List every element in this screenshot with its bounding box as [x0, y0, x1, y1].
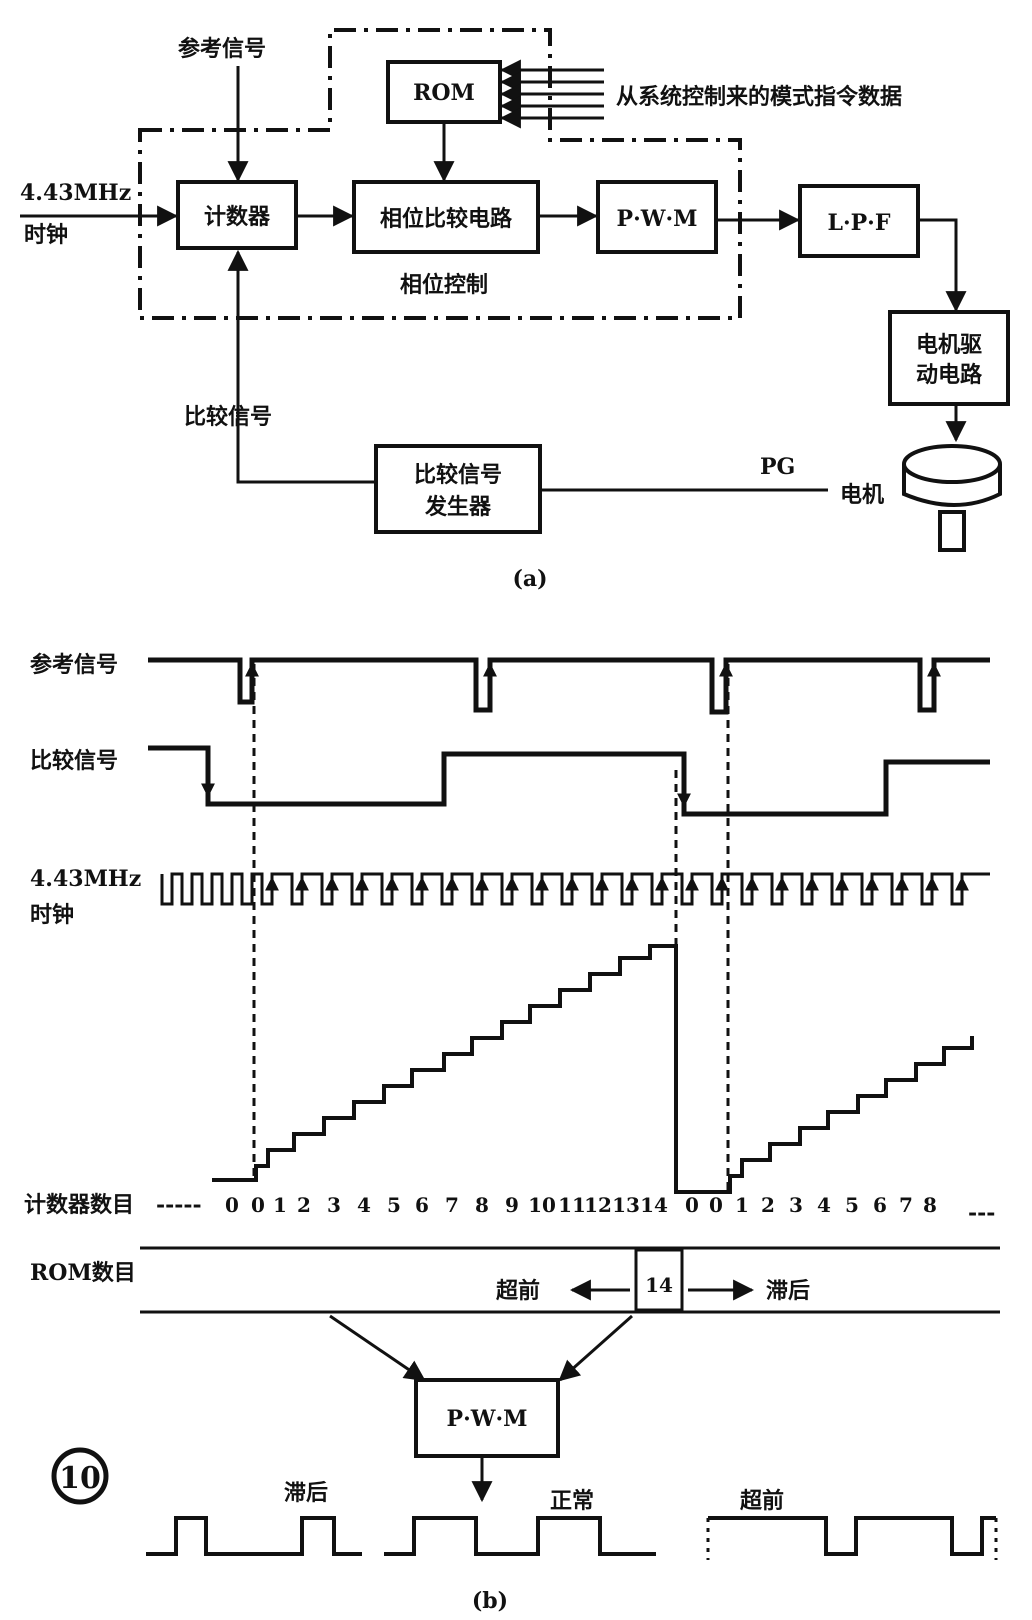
phase-compare-label: 相位比较电路	[380, 206, 513, 232]
counter-to-pwm-arrow	[329, 1314, 426, 1382]
counter-count-label: 计数器数目	[24, 1192, 134, 1218]
block-diagram	[20, 28, 1010, 552]
caption-b: (b)	[472, 1588, 508, 1614]
rom-value: 14	[645, 1273, 673, 1297]
wave-lead-label: 超前	[740, 1488, 784, 1514]
counter-value: 13	[612, 1193, 640, 1217]
a-clock-label-1: 4.43MHz	[20, 180, 131, 206]
compare-signal-wave	[148, 745, 990, 817]
sync-dashed-lines	[252, 664, 730, 1190]
rom-value-box	[634, 1248, 684, 1312]
lag-label: 滞后	[766, 1278, 810, 1304]
caption-a: (a)	[512, 566, 547, 592]
clock-wave	[160, 872, 990, 906]
lpf-to-drive-arrow	[920, 218, 967, 313]
edge-arrows	[201, 662, 969, 902]
counter-value: 5	[387, 1193, 401, 1217]
counter-value: 1	[273, 1193, 287, 1217]
rom-count-label: ROM数目	[30, 1260, 136, 1286]
counter-value: 6	[415, 1193, 429, 1217]
counter-value: 3	[789, 1193, 803, 1217]
compare-generator-label-2: 发生器	[424, 494, 492, 520]
counter-value: 0	[225, 1193, 239, 1217]
counter-value: 0	[251, 1193, 265, 1217]
counter-value: 7	[445, 1193, 459, 1217]
counter-value: 10	[528, 1193, 556, 1217]
wave-normal-label: 正常	[550, 1488, 594, 1514]
b-clock-label-1: 4.43MHz	[30, 866, 141, 892]
motor-drive-label-2: 动电路	[916, 362, 983, 388]
counter-value: 2	[761, 1193, 775, 1217]
counter-value: 8	[475, 1193, 489, 1217]
dotted-waveform-ends	[706, 1518, 998, 1560]
counter-value: 4	[817, 1193, 831, 1217]
counter-trail-dashes: ---	[968, 1200, 995, 1226]
counter-value: 12	[584, 1193, 612, 1217]
mode-data-label: 从系统控制来的模式指令数据	[616, 84, 902, 110]
figure-number-circle	[51, 1447, 109, 1505]
b-pwm-label: P·W·M	[447, 1406, 528, 1432]
lead-waveform	[708, 1516, 996, 1556]
counter-value: 11	[558, 1193, 586, 1217]
counter-value: 3	[327, 1193, 341, 1217]
compare-generator-box	[374, 444, 542, 534]
rom-label: ROM	[413, 80, 475, 106]
lead-label: 超前	[496, 1278, 540, 1304]
a-ref-signal-label: 参考信号	[178, 36, 266, 62]
b-compare-signal-label: 比较信号	[30, 748, 118, 774]
lag-waveform	[146, 1516, 362, 1556]
counter-value: 5	[845, 1193, 859, 1217]
wave-lag-label: 滞后	[284, 1480, 328, 1506]
motor-label: 电机	[840, 482, 884, 508]
motor-drive-label-1: 电机驱	[916, 332, 982, 358]
b-pwm-box	[414, 1378, 560, 1458]
counter-lead-dashes: -----	[156, 1192, 202, 1218]
motor-icon	[902, 444, 1002, 552]
figure-number: 10	[59, 1461, 101, 1496]
phase-control-label: 相位控制	[400, 272, 488, 298]
phase-control-region	[138, 28, 742, 320]
lpf-label: L·P·F	[828, 210, 891, 236]
rom-to-pwm-arrow	[558, 1314, 633, 1382]
normal-waveform	[384, 1516, 656, 1556]
counter-value: 14	[640, 1193, 668, 1217]
counter-label: 计数器	[204, 204, 271, 230]
compare-signal-arrow	[227, 249, 374, 484]
b-ref-signal-label: 参考信号	[30, 652, 118, 678]
counter-value: 9	[505, 1193, 519, 1217]
a-compare-signal-label: 比较信号	[184, 404, 272, 430]
counter-value: 6	[873, 1193, 887, 1217]
compare-generator-label-1: 比较信号	[414, 462, 502, 488]
counter-value: 2	[297, 1193, 311, 1217]
b-clock-label-2: 时钟	[30, 902, 74, 928]
counter-value: 7	[899, 1193, 913, 1217]
pg-label: PG	[760, 454, 795, 480]
motor-drive-box	[888, 310, 1010, 406]
counter-value: 0	[709, 1193, 723, 1217]
ref-signal-wave	[148, 657, 990, 715]
pwm-label: P·W·M	[617, 206, 698, 232]
counter-value: 8	[923, 1193, 937, 1217]
counter-value: 0	[685, 1193, 699, 1217]
counter-value: 4	[357, 1193, 371, 1217]
mode-data-lines	[499, 59, 604, 129]
counter-value: 1	[735, 1193, 749, 1217]
a-clock-label-2: 时钟	[24, 222, 68, 248]
counter-staircase	[212, 944, 974, 1194]
